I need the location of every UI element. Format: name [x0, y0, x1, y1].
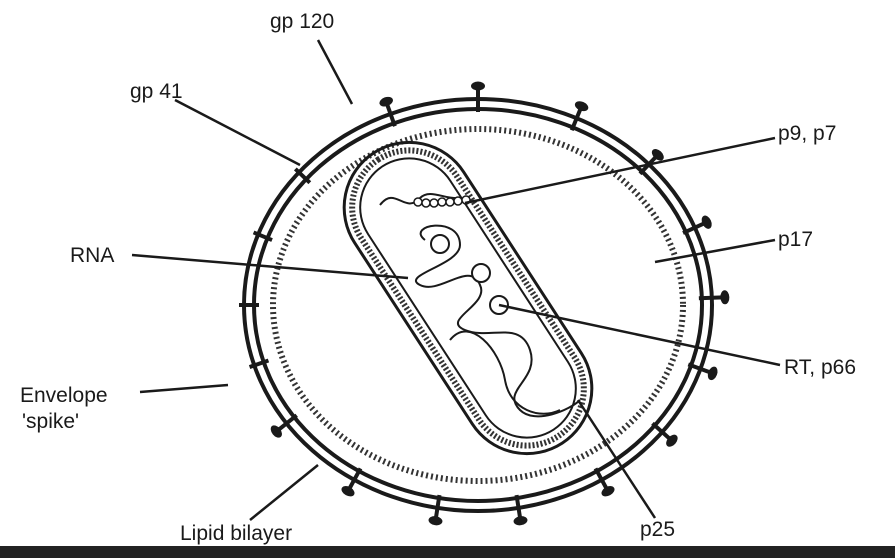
label-gp120: gp 120 [270, 10, 334, 33]
leader-gp120 [318, 40, 352, 104]
leader-p25 [578, 400, 655, 518]
label-envelope: Envelope [20, 384, 108, 407]
spike-stem [699, 297, 723, 298]
rna-strand-3 [450, 331, 560, 413]
spike-knob-gp120 [378, 95, 394, 108]
spike-knob-gp120 [340, 484, 357, 499]
spike-knob-gp120 [706, 365, 719, 381]
label-p9-p7: p9, p7 [778, 122, 836, 145]
rt-particle [431, 235, 449, 253]
label-rna: RNA [70, 244, 114, 267]
label-gp41: gp 41 [130, 80, 183, 103]
leader-gp41 [175, 100, 300, 165]
capsid-p25 [319, 118, 616, 479]
spike-knob-gp120 [513, 515, 528, 526]
envelope-spikes [239, 82, 730, 527]
bottom-edge-bar [0, 546, 895, 558]
lipid-bilayer-outer-ring [244, 99, 712, 511]
spike-knob-gp120 [428, 515, 443, 526]
leader-envelope-spike [140, 385, 228, 392]
label-lipid-bilayer: Lipid bilayer [180, 522, 292, 545]
label-spike: 'spike' [22, 410, 79, 433]
spike-knob-gp120 [471, 82, 485, 91]
matrix-layer-p17 [273, 129, 683, 481]
rt-particle [472, 264, 490, 282]
leader-rt [499, 305, 780, 365]
leader-p9p7 [465, 138, 775, 203]
leader-lipid-bilayer [250, 465, 318, 520]
spike-knob-gp120 [700, 214, 714, 230]
label-p17: p17 [778, 228, 813, 251]
spike-knob-gp120 [600, 484, 617, 499]
label-p25: p25 [640, 518, 675, 541]
spike-knob-gp120 [720, 290, 730, 304]
label-rt-p66: RT, p66 [784, 356, 856, 379]
